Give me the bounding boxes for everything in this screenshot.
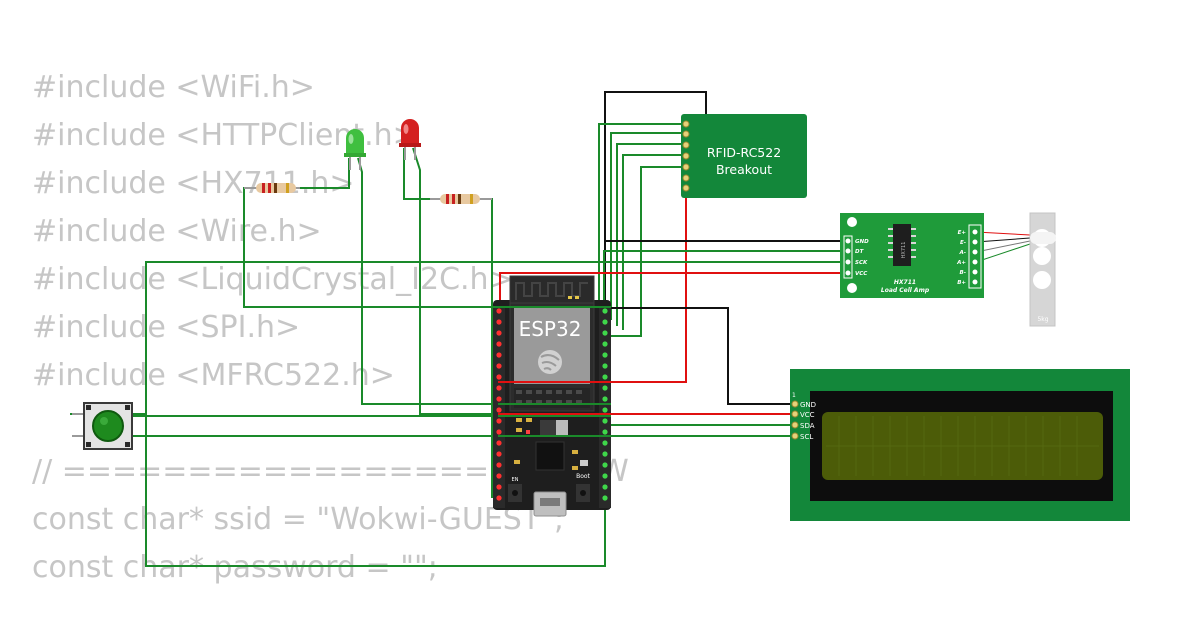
code-line: #include <WiFi.h> <box>32 70 315 105</box>
hx711-pin-dt: DT <box>855 249 865 255</box>
code-line: #include <MFRC522.h> <box>32 358 395 393</box>
code-line: const char* password = ""; <box>32 550 438 585</box>
code-line: #include <Wire.h> <box>32 214 322 249</box>
esp32-usb-chip <box>535 441 565 471</box>
mount-hole <box>847 283 857 293</box>
esp32-antenna <box>509 275 595 305</box>
wire-lcd-gnd[interactable] <box>605 307 795 405</box>
hx711-chip-label: HX711 <box>901 242 907 259</box>
wire-led-green-resistor[interactable] <box>292 158 350 189</box>
hx711-subcaption: Load Cell Amp <box>881 287 930 294</box>
lcd-pin-vcc: VCC <box>800 411 815 419</box>
rfid-subtitle: Breakout <box>716 162 772 177</box>
esp32-label: ESP32 <box>519 317 582 341</box>
hx711-caption: HX711 <box>894 279 916 286</box>
wire-resistor1-to-esp[interactable] <box>243 187 500 308</box>
hx711-pin-a-plus: A+ <box>956 260 966 266</box>
rfid-module[interactable]: RFID-RC522 Breakout <box>681 114 807 198</box>
loadcell-cable-boot <box>1030 232 1056 244</box>
wire-loadcell-red[interactable] <box>975 231 1031 236</box>
esp32-overlay-wires <box>492 306 611 437</box>
led-red[interactable] <box>399 119 421 160</box>
wire-hx711-sck[interactable] <box>145 261 849 567</box>
hx711-pin-a-minus: A- <box>958 250 966 256</box>
led-green[interactable] <box>344 129 366 170</box>
lcd-pin-scl: SCL <box>800 433 813 441</box>
hx711-pin-b-plus: B+ <box>957 280 966 286</box>
hx711-pin-b-minus: B- <box>960 270 966 276</box>
wire-led-red-resistor[interactable] <box>403 148 440 200</box>
code-line: #include <LiquidCrystal_I2C.h> <box>32 262 514 297</box>
espressif-logo <box>538 350 562 374</box>
code-line: #include <HTTPClient.h> <box>32 118 418 153</box>
esp32-board[interactable]: ESP32 EN Boot <box>493 275 611 517</box>
wire-loadcell-black[interactable] <box>975 237 1031 243</box>
mount-hole <box>847 217 857 227</box>
hx711-module[interactable]: HX711 GND DT SCK VCC E+ E- A- A+ B- B+ H… <box>840 213 984 298</box>
push-button[interactable] <box>72 402 133 450</box>
hx711-pin-sck: SCK <box>855 260 868 266</box>
resistor-1[interactable] <box>244 183 300 193</box>
lcd-pin-gnd: GND <box>800 401 816 409</box>
resistor-2[interactable] <box>430 194 492 204</box>
esp32-left-header <box>493 306 505 508</box>
wire-rfid-1[interactable] <box>598 123 686 500</box>
wire-led-red-cathode[interactable] <box>412 147 500 415</box>
wire-rfid-2[interactable] <box>610 132 686 320</box>
boot-label: Boot <box>576 473 590 480</box>
esp32-right-header <box>599 306 611 508</box>
wire-rfid-3[interactable] <box>616 143 686 326</box>
wire-led-green-cathode[interactable] <box>357 157 500 405</box>
hx711-chip-legs <box>888 228 916 258</box>
loadcell-hole <box>1033 247 1051 265</box>
loadcell-hole <box>1033 271 1051 289</box>
hx711-pin-e-minus: E- <box>960 240 966 246</box>
code-line: #include <SPI.h> <box>32 310 301 345</box>
hx711-pin-e-plus: E+ <box>958 230 967 236</box>
wire-rfid-4[interactable] <box>622 154 686 330</box>
load-cell[interactable]: 5kg <box>1029 212 1056 327</box>
hx711-pin-vcc: VCC <box>855 271 867 277</box>
en-label: EN <box>512 477 519 483</box>
hx711-pin-gnd: GND <box>855 239 869 245</box>
lcd-pin1-marker: 1 <box>792 392 796 399</box>
hx711-chip <box>893 224 911 266</box>
lcd-character-cells <box>826 416 1099 476</box>
lcd-display[interactable]: 1 GND VCC SDA SCL <box>790 369 1130 521</box>
wire-resistor2-to-esp[interactable] <box>490 198 493 498</box>
wire-loadcell-green[interactable] <box>975 243 1031 263</box>
lcd-pin-sda: SDA <box>800 422 815 430</box>
loadcell-label: 5kg <box>1037 316 1048 323</box>
rfid-pins <box>682 120 690 192</box>
rfid-title: RFID-RC522 <box>707 145 781 160</box>
wire-loadcell-white[interactable] <box>975 240 1031 253</box>
